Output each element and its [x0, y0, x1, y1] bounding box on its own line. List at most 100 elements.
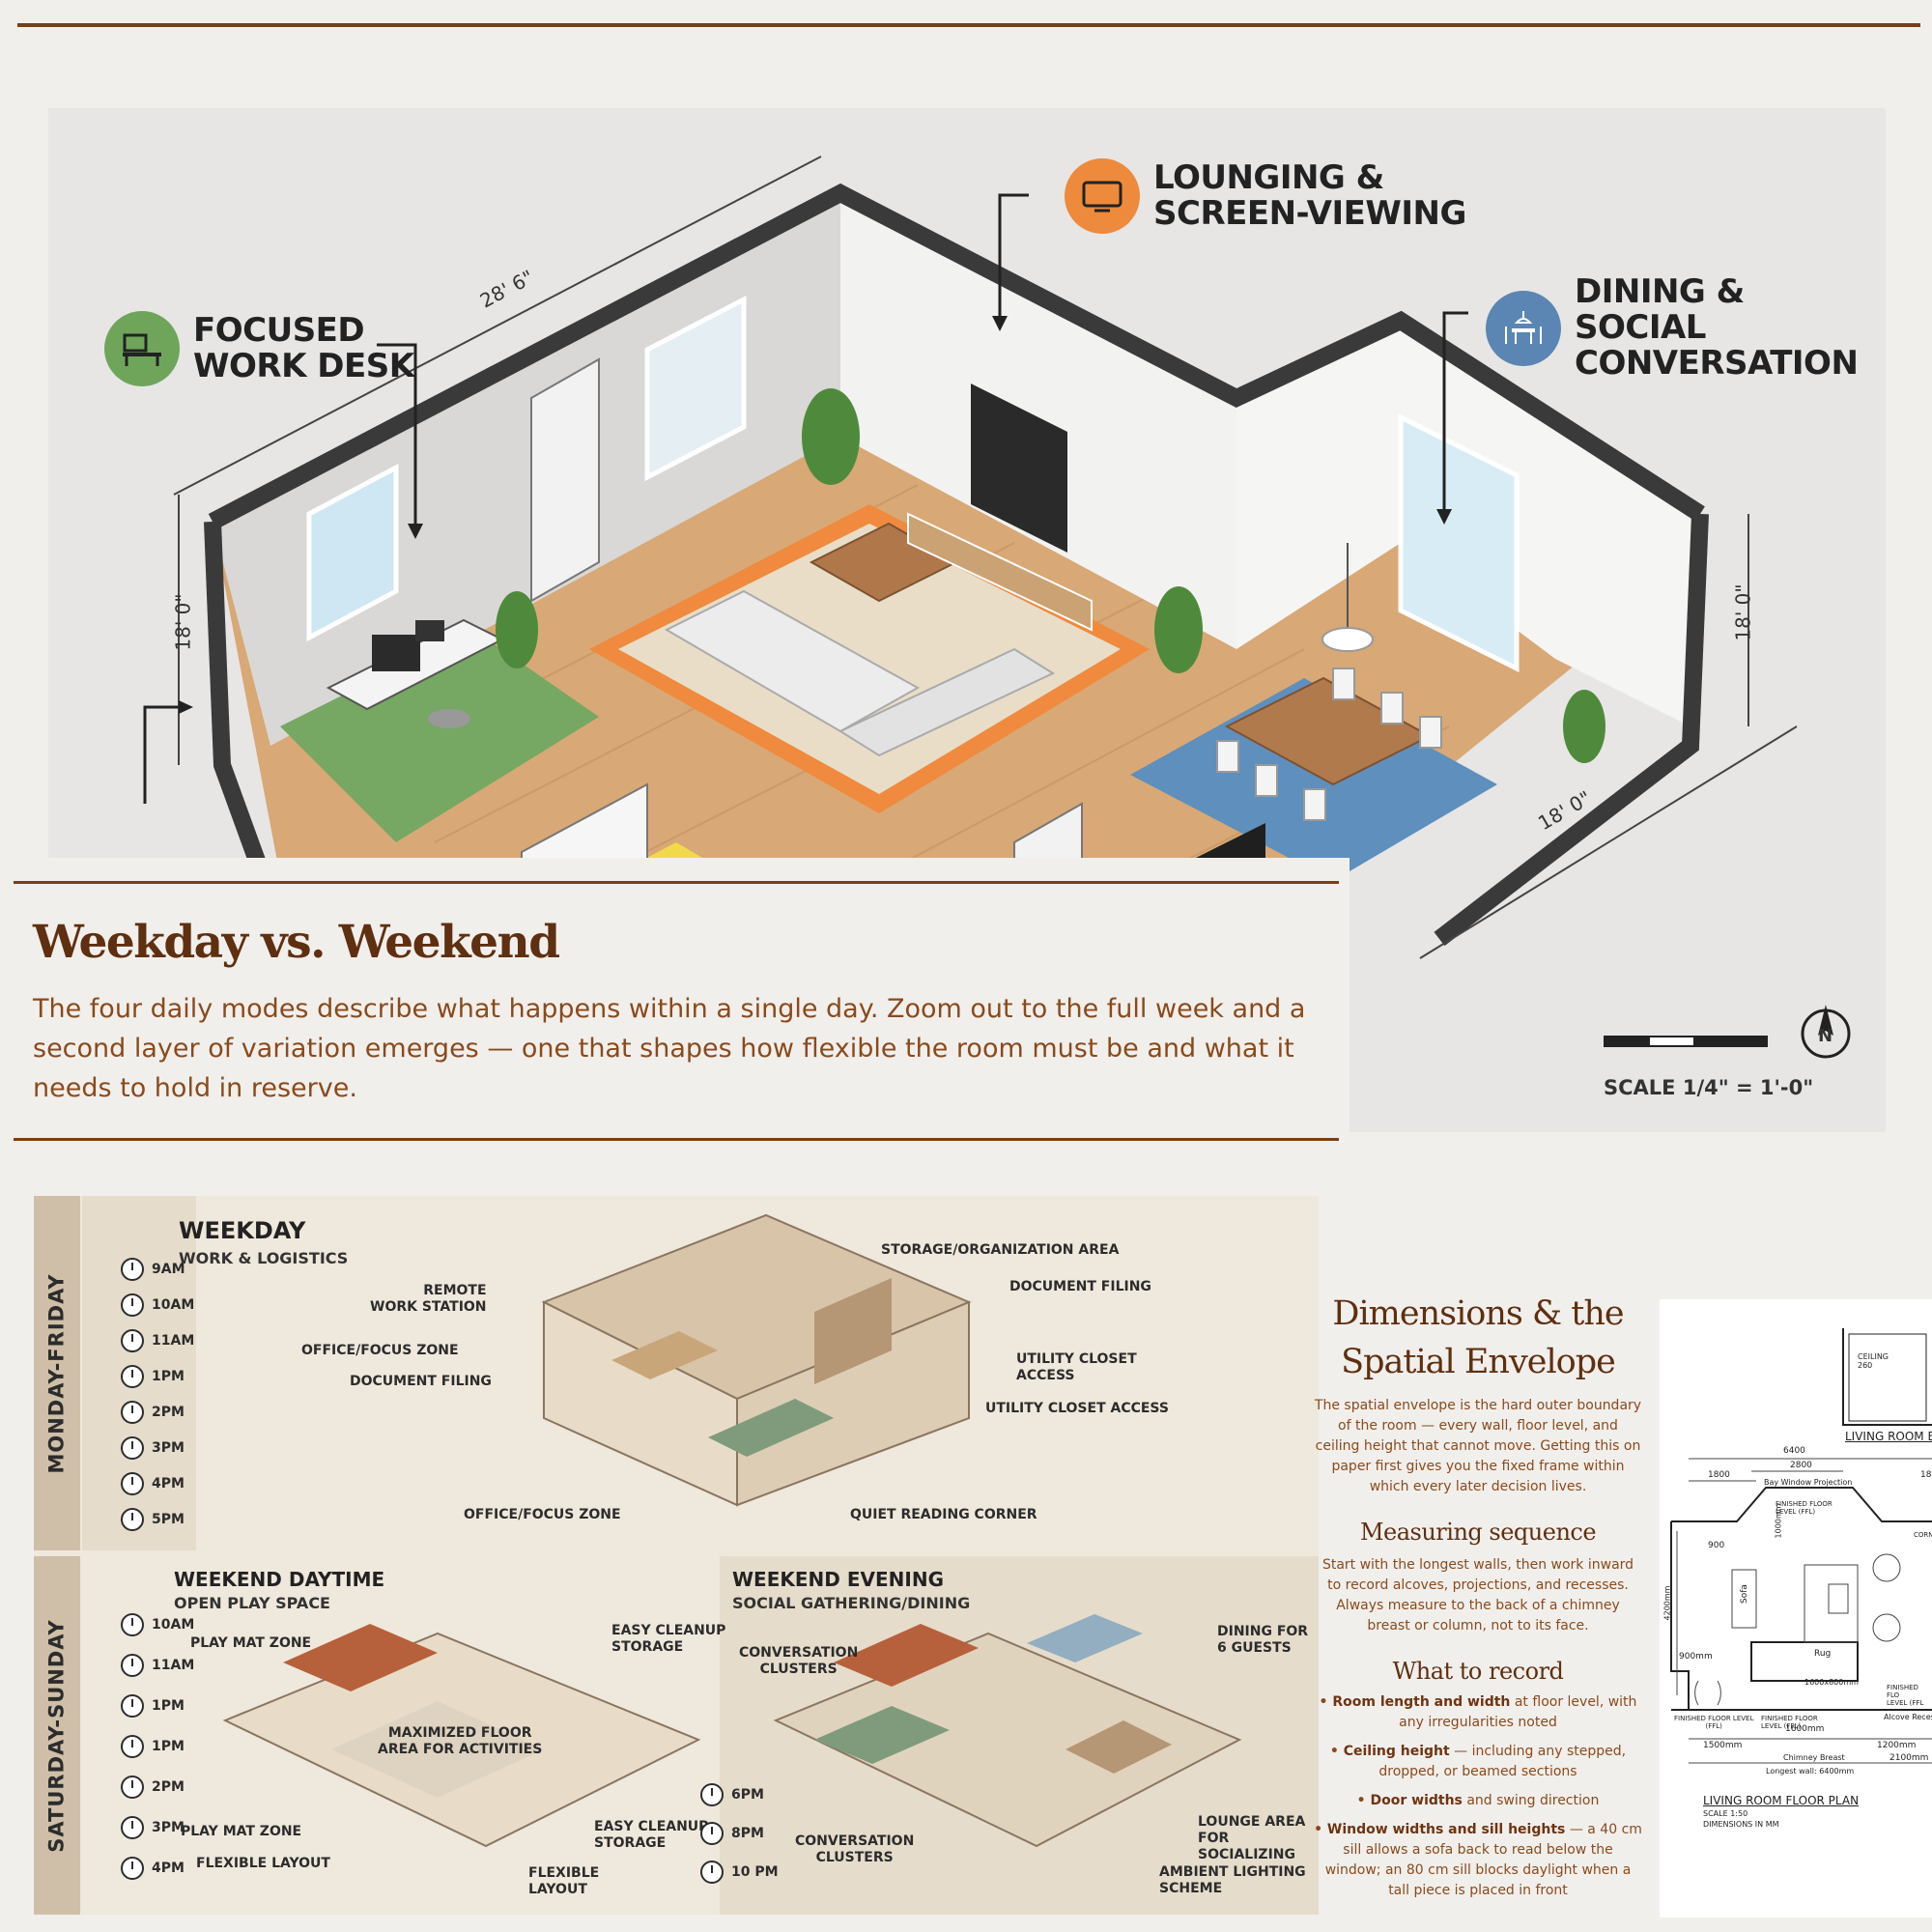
list-item-term: Room length and width — [1332, 1694, 1511, 1710]
time-slot: 10 PM — [700, 1853, 779, 1891]
weekend-time-column: 10AM 11AM 1PM 1PM 2PM 3PM 4PM — [82, 1556, 196, 1915]
time-slot: 4PM — [82, 1848, 196, 1889]
time-label: 2PM — [152, 1404, 185, 1420]
dim-bottom: 1200mm — [1877, 1741, 1917, 1750]
weekly-schedule-infographic: MONDAY-FRIDAY 9AM 10AM 11AM 1PM 2PM 3PM … — [34, 1196, 1319, 1915]
desk-icon — [104, 311, 180, 386]
zone-label-text: LOUNGING & SCREEN-VIEWING — [1153, 158, 1466, 233]
time-label: 3PM — [152, 1820, 185, 1835]
time-slot: 10AM — [82, 1287, 196, 1322]
list-item-term: Ceiling height — [1343, 1744, 1450, 1759]
time-label: 1PM — [152, 1368, 185, 1384]
plan-units: DIMENSIONS IN MM — [1703, 1820, 1779, 1829]
weekend-daytime-title: WEEKEND DAYTIME — [174, 1568, 385, 1591]
time-slot: 11AM — [82, 1322, 196, 1358]
clock-icon — [121, 1471, 144, 1495]
dimension-left-height: 18' 0" — [171, 593, 195, 651]
ffl-small-label: FINISHED FLOOR LEVEL (FFL) — [1761, 1715, 1818, 1730]
section-divider-top — [14, 881, 1339, 884]
time-slot: 1PM — [82, 1686, 196, 1726]
callout: DOCUMENT FILING — [1009, 1279, 1151, 1294]
dimension-right-height: 18' 0" — [1731, 583, 1755, 641]
plan-label: Rug — [1814, 1649, 1832, 1659]
clock-icon — [121, 1613, 144, 1636]
time-slot: 6PM — [700, 1776, 779, 1814]
zone-label-text: DINING & SOCIAL CONVERSATION — [1575, 272, 1859, 383]
time-label: 10 PM — [731, 1864, 779, 1880]
clock-icon — [121, 1293, 144, 1317]
dim-top: 6400 — [1783, 1446, 1805, 1456]
clock-icon — [700, 1822, 724, 1845]
time-label: 8PM — [731, 1826, 764, 1841]
time-label: 6PM — [731, 1787, 764, 1803]
time-label: 1PM — [152, 1698, 185, 1714]
clock-icon — [121, 1328, 144, 1352]
tv-icon — [1065, 158, 1140, 234]
callout: DOCUMENT FILING — [350, 1374, 492, 1389]
list-item-term: Door widths — [1370, 1793, 1463, 1808]
list-item: Window widths and sill heights — a 40 cm… — [1314, 1820, 1642, 1901]
weekend-room-drawings — [222, 1614, 1242, 1848]
clock-icon — [121, 1816, 144, 1839]
time-slot: 8PM — [700, 1814, 779, 1853]
callout: QUIET READING CORNER — [850, 1507, 1037, 1522]
dining-icon — [1486, 290, 1561, 366]
top-divider — [17, 23, 1920, 27]
clock-icon — [700, 1783, 724, 1806]
dim-bottom: 1500mm — [1703, 1741, 1743, 1750]
time-slot: 5PM — [82, 1501, 196, 1537]
time-slot: 10AM — [82, 1605, 196, 1645]
list-item-detail: — including any stepped, dropped, or bea… — [1378, 1744, 1627, 1779]
callout: OFFICE/FOCUS ZONE — [301, 1343, 459, 1358]
time-slot: 3PM — [82, 1807, 196, 1848]
bay-label: Bay Window Projection — [1764, 1478, 1853, 1487]
callout: FLEXIBLE LAYOUT — [528, 1865, 600, 1897]
dim-bottom: 2100mm — [1889, 1753, 1929, 1763]
time-label: 3PM — [152, 1439, 185, 1456]
plan-label: 1600x800mm — [1804, 1678, 1859, 1687]
evening-time-list: 6PM 8PM 10 PM — [700, 1776, 779, 1891]
callout: DINING FOR 6 GUESTS — [1217, 1624, 1309, 1656]
clock-icon — [121, 1364, 144, 1388]
weekday-time-column: 9AM 10AM 11AM 1PM 2PM 3PM 4PM 5PM — [82, 1196, 196, 1550]
weekday-band: MONDAY-FRIDAY — [34, 1196, 80, 1550]
callout: OFFICE/FOCUS ZONE — [464, 1507, 621, 1522]
dimensions-section: Dimensions & the Spatial Envelope The sp… — [1314, 1290, 1642, 1910]
callout: FLEXIBLE LAYOUT — [196, 1856, 330, 1871]
measuring-body: Start with the longest walls, then work … — [1321, 1557, 1634, 1634]
time-slot: 4PM — [82, 1465, 196, 1501]
dimensions-title: Dimensions & the Spatial Envelope — [1332, 1294, 1624, 1381]
ceiling-label: CEILING 260 — [1858, 1352, 1889, 1370]
list-item: Door widths and swing direction — [1314, 1791, 1642, 1811]
dim-bottom: Longest wall: 6400mm — [1766, 1767, 1855, 1776]
plan-scale: SCALE 1:50 — [1703, 1809, 1748, 1818]
dim-top: 2800 — [1790, 1461, 1812, 1470]
weekend-evening-title: WEEKEND EVENING — [732, 1568, 944, 1591]
time-label: 4PM — [152, 1475, 185, 1492]
alcove-label: Alcove Recess — [1884, 1713, 1932, 1721]
clock-icon — [121, 1735, 144, 1758]
zone-label-lounging: LOUNGING & SCREEN-VIEWING — [1065, 158, 1466, 234]
callout: MAXIMIZED FLOOR AREA FOR ACTIVITIES — [378, 1725, 543, 1757]
weekend-daytime-subtitle: OPEN PLAY SPACE — [174, 1594, 330, 1612]
callout: EASY CLEANUP STORAGE — [611, 1623, 726, 1655]
callout: LOUNGE AREA FOR SOCIALIZING — [1198, 1814, 1306, 1862]
clock-icon — [700, 1861, 724, 1884]
clock-icon — [121, 1654, 144, 1677]
time-label: 2PM — [152, 1779, 185, 1795]
callout: CONVERSATION CLUSTERS — [795, 1833, 915, 1865]
time-slot: 1PM — [82, 1358, 196, 1394]
elevation-title: LIVING ROOM ELI — [1845, 1430, 1932, 1443]
clock-icon — [121, 1694, 144, 1718]
weekday-band-label: MONDAY-FRIDAY — [45, 1272, 70, 1474]
callout: CONVERSATION CLUSTERS — [739, 1645, 859, 1677]
ffl-left-label: FINISHED FLOOR LEVEL (FFL) — [1674, 1715, 1754, 1730]
clock-icon — [121, 1435, 144, 1460]
time-slot: 3PM — [82, 1430, 196, 1465]
weekend-evening-subtitle: SOCIAL GATHERING/DINING — [732, 1594, 971, 1612]
record-list: Room length and width at floor level, wi… — [1314, 1692, 1642, 1901]
plan-label: 4200mm — [1662, 1585, 1672, 1621]
clock-icon — [121, 1257, 144, 1281]
section-divider-bottom — [14, 1138, 1339, 1141]
weekday-weekend-section: Weekday vs. Weekend The four daily modes… — [12, 858, 1350, 1143]
